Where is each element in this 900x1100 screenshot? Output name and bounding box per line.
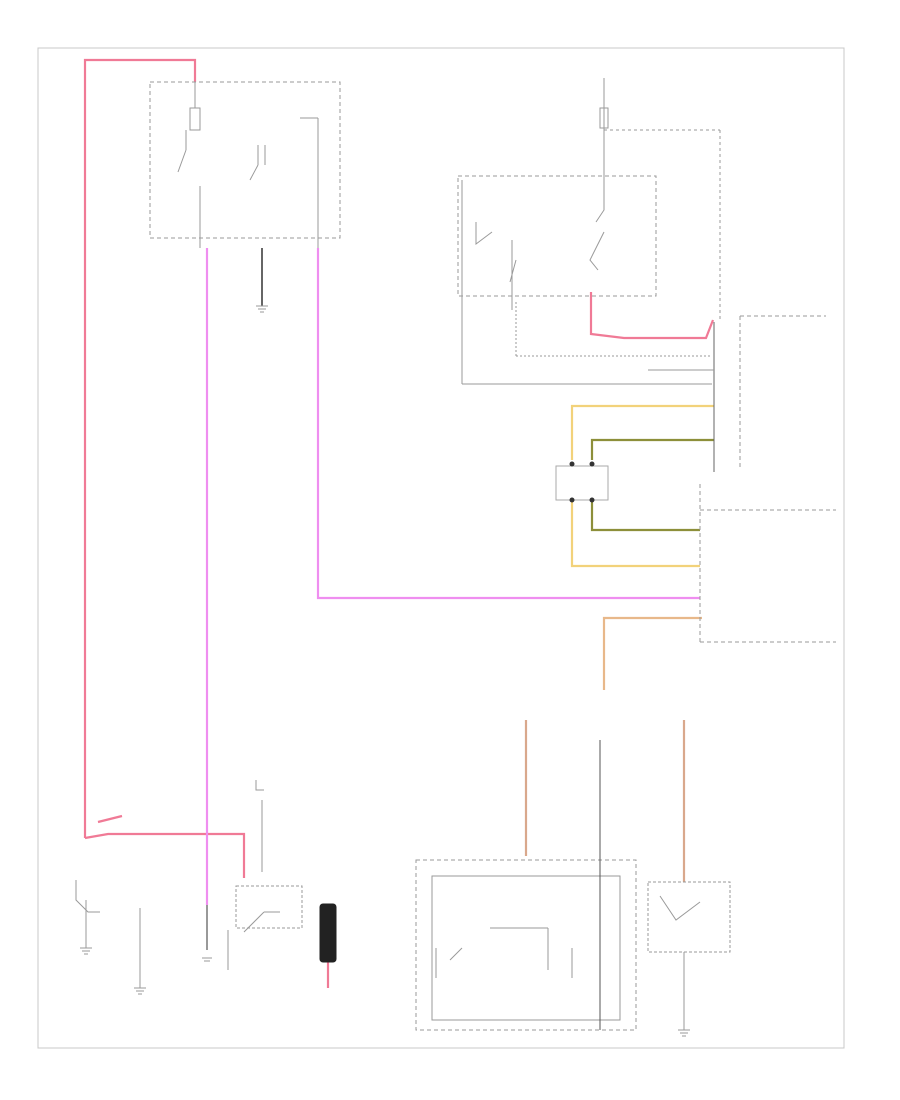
starter-ground-symbol: [202, 957, 212, 962]
transmission-outline: [415, 859, 637, 1031]
ignition-contacts: [589, 182, 605, 271]
wire-ecm-yellow-1: [570, 404, 714, 460]
starter-internals: [227, 800, 280, 970]
range-sensor-outline: [647, 881, 731, 953]
ignition-sense-line: [515, 300, 710, 357]
ground-g2-symbol: [80, 947, 92, 955]
splice-dots: [569, 461, 595, 503]
ignition-frame-lines: [461, 180, 712, 385]
transmission-internals: [435, 927, 573, 978]
diagram-frame: [37, 47, 845, 1049]
component-outlines: [75, 78, 836, 1037]
splice-connector: [555, 465, 609, 501]
left-fuse-box-outline: [149, 81, 341, 239]
wire-battery-feed: [83, 58, 197, 838]
relay-switch-left: [177, 130, 201, 248]
wire-battery-fuse: [97, 814, 123, 824]
wire-bcm-tan: [602, 616, 702, 690]
splice-dot: [589, 461, 595, 467]
battery-contacts: [75, 880, 141, 988]
ignition-start-contacts: [475, 222, 517, 310]
fuse-element: [189, 82, 201, 131]
wire-connector-green: [590, 500, 700, 532]
relay-coil: [249, 117, 319, 248]
wires: [83, 58, 715, 988]
transmission-inner: [431, 875, 621, 1021]
wire-connector-yellow: [570, 500, 700, 568]
starter-solenoid: [319, 903, 337, 963]
ignition-dashed-bus: [604, 129, 721, 322]
ground-g1-symbol: [256, 305, 268, 313]
wire-battery-to-starter: [84, 832, 246, 878]
wire-ecm-green: [590, 438, 714, 460]
ignition-switch-outline: [457, 175, 657, 297]
splice-dot: [569, 497, 575, 503]
wire-ignition-feed: [589, 292, 715, 340]
ecm-outline: [739, 315, 826, 468]
bcm-outline: [699, 484, 836, 643]
wire-relay-to-bcm: [316, 248, 700, 600]
splice-dot: [589, 497, 595, 503]
splice-dot: [569, 461, 575, 467]
starter-outline: [235, 885, 303, 929]
power-dist-stub: [255, 780, 264, 791]
battery-ground-symbol: [134, 987, 146, 995]
range-sensor-contacts: [659, 895, 701, 1030]
ground-g3-symbol: [678, 1029, 690, 1037]
